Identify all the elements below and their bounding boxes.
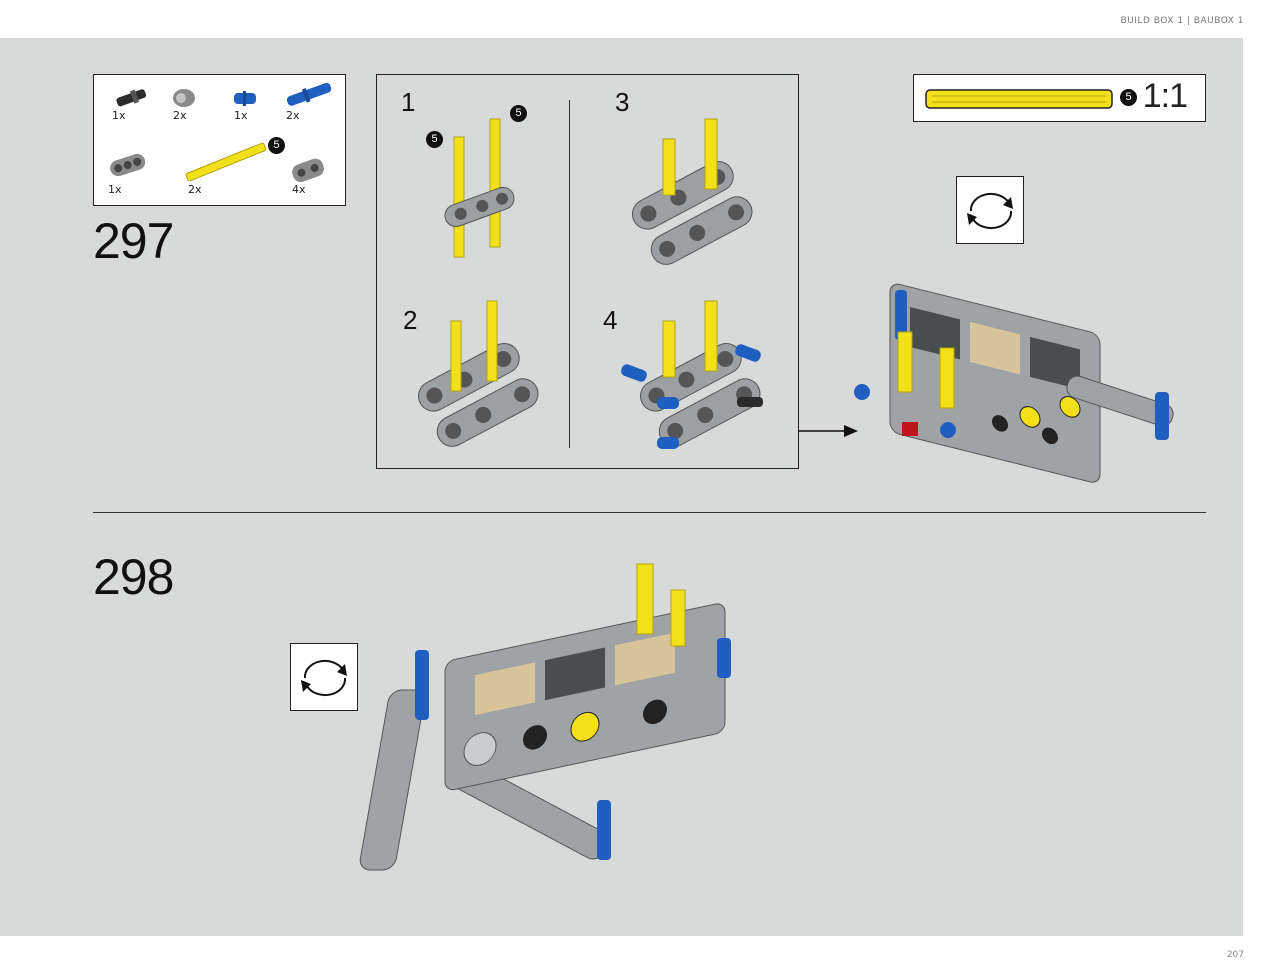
- rotate-model-indicator: [956, 176, 1024, 244]
- rotate-arrows-icon: [301, 659, 347, 697]
- substep-4-illustration: [621, 300, 763, 449]
- substep-label: 4: [603, 305, 618, 335]
- rotate-arrows-icon: [967, 192, 1013, 230]
- substep-3-illustration: [632, 118, 753, 265]
- part-qty: 2x: [188, 183, 202, 196]
- step-number: 298: [93, 549, 174, 605]
- substep-2-illustration: [418, 300, 539, 447]
- grey-bush-icon: [173, 89, 195, 107]
- axle-length-badge: 5: [426, 131, 443, 148]
- step-298-model-illustration: [359, 563, 731, 871]
- grey-beam-icon: [110, 153, 146, 177]
- substep-label: 2: [403, 305, 418, 335]
- substep-label: 3: [615, 87, 630, 117]
- blue-pin-icon: [234, 91, 256, 106]
- grey-connector-icon: [292, 158, 324, 183]
- substep-label: 1: [401, 87, 416, 117]
- yellow-axle-icon: [185, 142, 267, 182]
- substeps-callout: 1 2 3 4 5 5: [376, 74, 799, 469]
- part-qty: 2x: [286, 109, 300, 122]
- assembly-arrow-icon: [798, 425, 858, 437]
- yellow-axle-scale-icon: [925, 89, 1113, 109]
- substep-divider: [569, 100, 570, 448]
- part-qty: 1x: [108, 183, 122, 196]
- part-qty: 1x: [234, 109, 248, 122]
- step-number: 297: [93, 213, 174, 269]
- part-qty: 2x: [173, 109, 187, 122]
- parts-callout: 1x 2x 1x 2x: [93, 74, 346, 206]
- step-divider: [93, 512, 1206, 513]
- axle-length-badge: 5: [268, 137, 285, 154]
- scale-label: 1:1: [1142, 77, 1188, 115]
- axle-length-badge: 5: [1120, 89, 1137, 106]
- substep-1-illustration: [444, 118, 515, 258]
- part-qty: 4x: [292, 183, 306, 196]
- scale-indicator: 5 1:1: [913, 74, 1206, 122]
- rotate-model-indicator: [290, 643, 358, 711]
- part-qty: 1x: [112, 109, 126, 122]
- page-number: 207: [1226, 950, 1244, 960]
- page-header: BUILD BOX 1 | BAUBOX 1: [1120, 16, 1244, 26]
- blue-long-pin-icon: [286, 82, 332, 106]
- black-pin-icon: [116, 89, 147, 107]
- step-297-model-illustration: [854, 283, 1174, 483]
- axle-length-badge: 5: [510, 105, 527, 122]
